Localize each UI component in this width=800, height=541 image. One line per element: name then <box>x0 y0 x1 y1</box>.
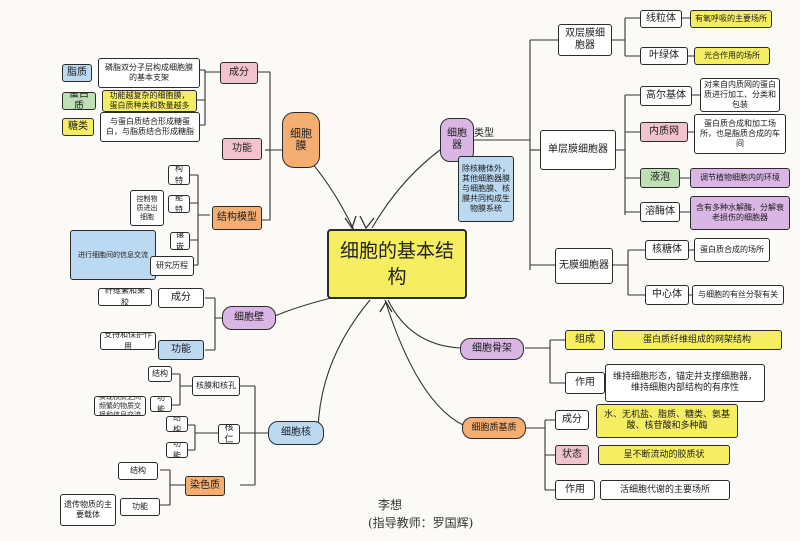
node-membrane: 细胞膜 <box>282 112 320 168</box>
ribosome: 核糖体 <box>645 240 689 260</box>
skeleton-composition: 组成 <box>565 330 605 350</box>
lipid-desc: 磷脂双分子层构成细胞膜的基本支架 <box>98 58 200 88</box>
chloroplast-desc: 光合作用的场所 <box>694 47 770 65</box>
matrix-func-desc: 活细胞代谢的主要场所 <box>600 480 730 500</box>
matrix-function: 作用 <box>555 480 595 500</box>
matrix-composition: 成分 <box>555 410 589 430</box>
er-desc: 蛋白质合成和加工场所，也是脂质合成的车间 <box>694 114 786 154</box>
sugar-desc: 与蛋白质结合形成糖蛋白，与脂质结合形成糖脂 <box>100 112 200 142</box>
vacuole-desc: 调节植物细胞内的环境 <box>690 168 790 188</box>
envelope-structure: 结构 <box>148 366 172 382</box>
wall-func-desc: 支持和保护作用 <box>100 332 156 350</box>
mitochondria: 线粒体 <box>640 10 682 28</box>
membrane-function-list: 进行细胞间的信息交流 <box>70 230 156 280</box>
pore-function-desc: 实现核质之间频繁的物质交换和信息交流 <box>94 396 146 416</box>
node-matrix: 细胞质基质 <box>462 417 526 439</box>
function-feature: 功能特点 <box>168 195 190 213</box>
chloroplast: 叶绿体 <box>640 47 688 65</box>
protein: 蛋白质 <box>62 92 96 110</box>
organelle-note: 除核糖体外，其他细胞器膜与细胞膜、核膜共同构成生物膜系统 <box>458 156 514 222</box>
membrane-function: 功能 <box>222 138 262 160</box>
lysosome-desc: 含有多种水解酶，分解衰老损伤的细胞器 <box>690 196 790 230</box>
matrix-state-desc: 呈不断流动的胶质状 <box>598 445 730 465</box>
advisor-name: (指导教师：罗国辉) <box>368 516 474 530</box>
lipid: 脂质 <box>62 64 92 82</box>
golgi-desc: 对来自内质网的蛋白质进行加工、分类和包装 <box>700 78 780 112</box>
nucleolus-structure: 结构 <box>166 416 188 432</box>
type-label: 类型 <box>474 128 494 139</box>
structure-feature: 结构特点 <box>168 165 190 185</box>
membrane-composition: 成分 <box>220 62 258 84</box>
sugar: 糖类 <box>62 118 94 136</box>
skeleton-function: 作用 <box>565 372 605 394</box>
author-name: 李想 <box>378 498 403 512</box>
nuclear-envelope-pore: 核膜和核孔 <box>192 376 240 396</box>
ribosome-desc: 蛋白质合成的场所 <box>694 238 770 262</box>
centrosome: 中心体 <box>645 285 689 305</box>
membrane-model: 结构模型 <box>212 206 262 230</box>
protein-desc: 功能越复杂的细胞膜，蛋白质种类和数量越多 <box>102 90 197 112</box>
skeleton-func-desc: 维持细胞形态，锚定并支撑细胞器，维持细胞内部结构的有序性 <box>605 364 765 402</box>
node-wall: 细胞壁 <box>222 306 276 330</box>
wall-composition: 成分 <box>158 288 204 308</box>
vacuole: 液泡 <box>640 168 680 188</box>
membrane-fluid: 流动镶嵌模型 <box>170 232 190 250</box>
chromatin-function: 功能 <box>120 498 160 516</box>
matrix-comp-desc: 水、无机盐、脂质、糖类、氨基酸、核苷酸和多种酶 <box>596 404 738 438</box>
golgi: 高尔基体 <box>640 86 692 106</box>
chromatin-structure: 结构 <box>118 462 158 480</box>
envelope-function: 功能 <box>150 396 172 412</box>
skeleton-comp-desc: 蛋白质纤维组成的网架结构 <box>612 330 782 350</box>
central-topic: 细胞的基本结构 <box>327 229 467 299</box>
research-history: 研究历程 <box>150 256 194 276</box>
matrix-state: 状态 <box>555 445 589 465</box>
mitochondria-desc: 有氧呼吸的主要场所 <box>690 10 772 28</box>
centrosome-desc: 与细胞的有丝分裂有关 <box>692 285 784 305</box>
wall-function: 功能 <box>158 340 204 360</box>
double-membrane-organelle: 双层膜细胞器 <box>558 24 612 56</box>
node-nucleus: 细胞核 <box>268 421 324 445</box>
endoplasmic-reticulum: 内质网 <box>640 122 688 142</box>
lysosome: 溶酶体 <box>640 202 680 222</box>
wall-comp-desc: 纤维素和果胶 <box>98 288 152 306</box>
chromatin: 染色质 <box>185 476 225 496</box>
single-membrane-organelle: 单层膜细胞器 <box>540 130 616 170</box>
chromatin-func-desc: 遗传物质的主要载体 <box>60 494 116 526</box>
membrane-functions: 控制物质进出细胞 <box>130 190 164 226</box>
nucleolus: 核仁 <box>218 424 240 444</box>
no-membrane-organelle: 无膜细胞器 <box>555 248 613 284</box>
node-skeleton: 细胞骨架 <box>460 338 524 360</box>
node-organelle: 细胞器 <box>440 118 474 162</box>
nucleolus-function: 功能 <box>166 442 188 458</box>
